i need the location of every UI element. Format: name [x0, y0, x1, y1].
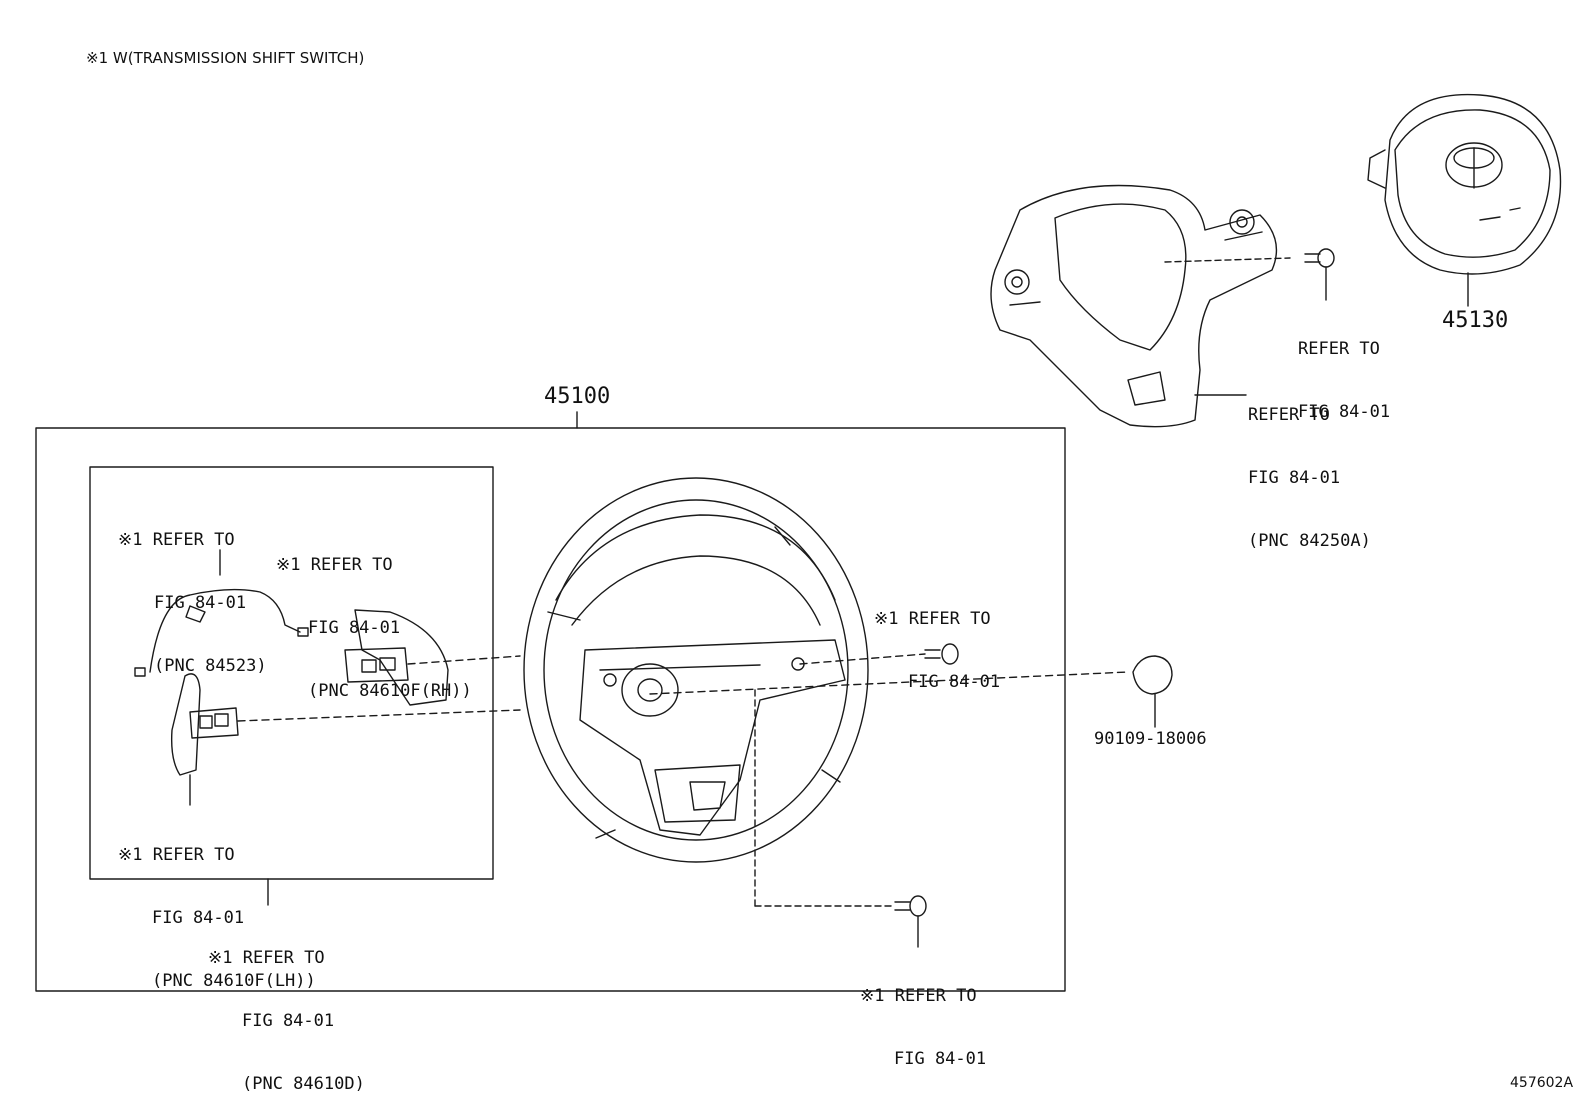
- callout-paddle-lh: ※1 REFER TO FIG 84-01 (PNC 84610F(LH)): [118, 845, 316, 991]
- paddle-rh-drawing: [344, 609, 521, 706]
- airbag-drawing: [1367, 93, 1562, 307]
- part-number-90109-18006: 90109-18006: [1094, 729, 1207, 749]
- paddle-switch-frame: [89, 466, 494, 880]
- cover-bolt-drawing: [1304, 248, 1335, 301]
- screw-right-drawing: [799, 643, 959, 665]
- callout-paddle-rh: ※1 REFER TO FIG 84-01 (PNC 84610F(RH)): [276, 555, 472, 701]
- callout-paddle-assy: ※1 REFER TO FIG 84-01 (PNC 84610D): [208, 948, 365, 1094]
- cap-drawing: [649, 655, 1173, 728]
- screw-bottom-drawing: [754, 689, 927, 948]
- part-number-45100: 45100: [544, 384, 611, 409]
- callout-screw-right: ※1 REFER TO FIG 84-01: [874, 609, 1001, 692]
- steering-wheel-drawing: [523, 477, 869, 863]
- part-number-45130: 45130: [1442, 308, 1509, 333]
- callout-wire: ※1 REFER TO FIG 84-01 (PNC 84523): [118, 530, 267, 676]
- callout-screw-bottom: ※1 REFER TO FIG 84-01: [860, 986, 987, 1069]
- header-note: ※1 W(TRANSMISSION SHIFT SWITCH): [86, 49, 365, 67]
- wire-harness-drawing: [134, 549, 309, 677]
- steering-cover-drawing: [990, 184, 1291, 428]
- callout-cover: REFER TO FIG 84-01 (PNC 84250A): [1248, 405, 1371, 551]
- paddle-lh-drawing: [170, 673, 521, 806]
- figure-id: 457602A: [1510, 1075, 1574, 1091]
- callout-cover-bolt: REFER TO FIG 84-01: [1298, 339, 1391, 422]
- assembly-frame: [35, 427, 1066, 992]
